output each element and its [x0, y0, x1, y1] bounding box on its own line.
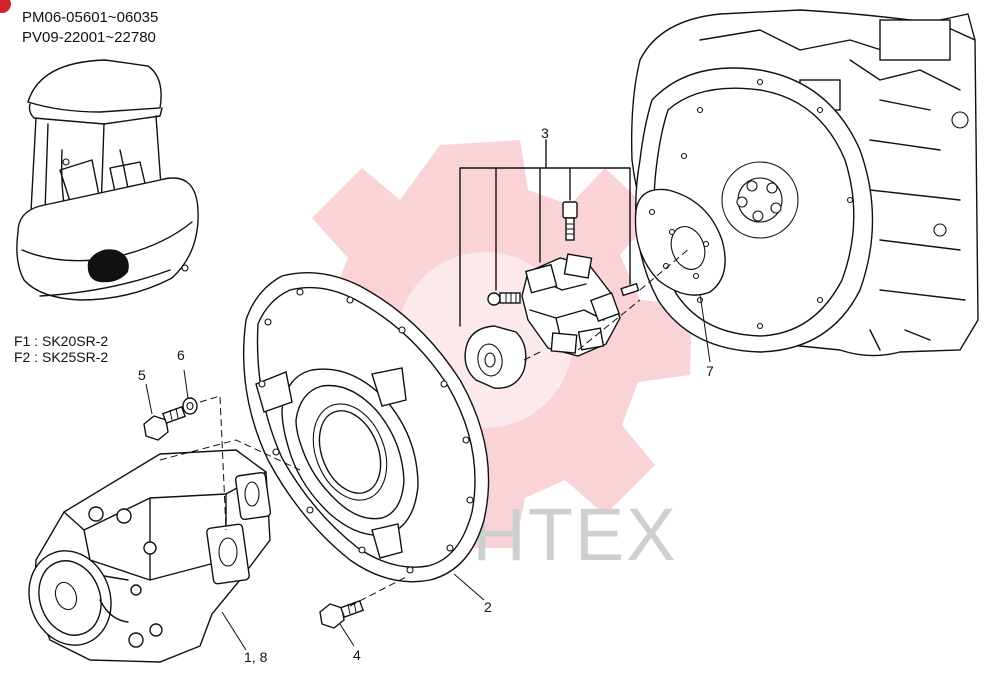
callout-part-1-8: 1, 8: [244, 649, 268, 665]
part-2-housing-flange: [242, 272, 490, 583]
callout-part-2: 2: [484, 599, 492, 615]
callout-part-3: 3: [541, 125, 549, 141]
part-1-8-hydraulic-pump: [28, 439, 301, 663]
serial-range-2: PV09-22001~22780: [22, 29, 156, 46]
corner-marker-icon: [0, 0, 11, 13]
model-label-f2: F2 : SK25SR-2: [14, 349, 108, 365]
callout-leaders: [145, 293, 711, 651]
serial-range-1: PM06-05601~06035: [22, 9, 158, 26]
excavator-cab-illustration: [16, 59, 199, 301]
part-5-bolt: [143, 405, 187, 441]
callout-part-5: 5: [138, 367, 146, 383]
engine-block-illustration: [630, 9, 979, 357]
assembly-lines: [199, 247, 691, 607]
callout-part-7: 7: [706, 363, 714, 379]
model-label-f1: F1 : SK20SR-2: [14, 333, 108, 349]
callout-part-6: 6: [177, 347, 185, 363]
part-6-washer: [182, 397, 198, 415]
callout-part-4: 4: [353, 647, 361, 663]
part-3-coupling: [459, 139, 640, 389]
part-7-adapter-plate: [634, 188, 726, 296]
part-4-bolt: [319, 599, 365, 629]
